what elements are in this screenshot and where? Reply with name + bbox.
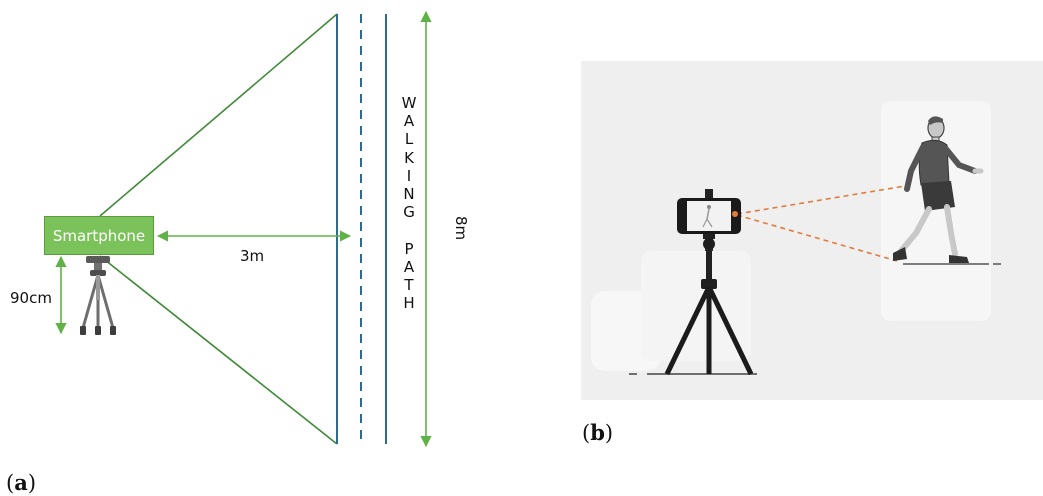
path-letter: A xyxy=(403,257,415,276)
walking-path-label: W A L K I N G P A T H xyxy=(394,94,424,312)
fov-bottom-line xyxy=(99,255,338,445)
walking-person-icon xyxy=(893,116,984,263)
distance-label: 3m xyxy=(240,247,265,265)
caption-a: (a) xyxy=(6,470,37,495)
setup-diagram-a xyxy=(55,10,432,448)
caption-b: (b) xyxy=(582,420,614,445)
tripod-icon xyxy=(664,231,754,376)
smartphone-box: Smartphone xyxy=(44,216,154,255)
path-letter: P xyxy=(404,239,414,258)
path-length-label: 8m xyxy=(452,216,470,241)
path-letter: L xyxy=(404,130,414,149)
path-letter: G xyxy=(403,203,415,222)
height-label: 90cm xyxy=(10,289,52,307)
illustration-panel-b xyxy=(581,61,1043,400)
path-letter: A xyxy=(403,112,415,131)
fov-top-line xyxy=(99,13,338,217)
sight-line-top xyxy=(736,185,906,215)
path-letter: W xyxy=(401,94,417,112)
smartphone-label: Smartphone xyxy=(52,226,146,245)
path-letter: N xyxy=(403,184,415,203)
path-letter: K xyxy=(404,148,414,167)
path-letter: T xyxy=(404,275,414,294)
sight-line-bottom xyxy=(736,214,898,262)
path-letter: H xyxy=(403,294,415,313)
path-letter: I xyxy=(406,166,412,185)
smartphone-icon xyxy=(677,189,741,234)
walker-illustration xyxy=(591,101,1001,376)
tripod-icon xyxy=(80,256,116,335)
